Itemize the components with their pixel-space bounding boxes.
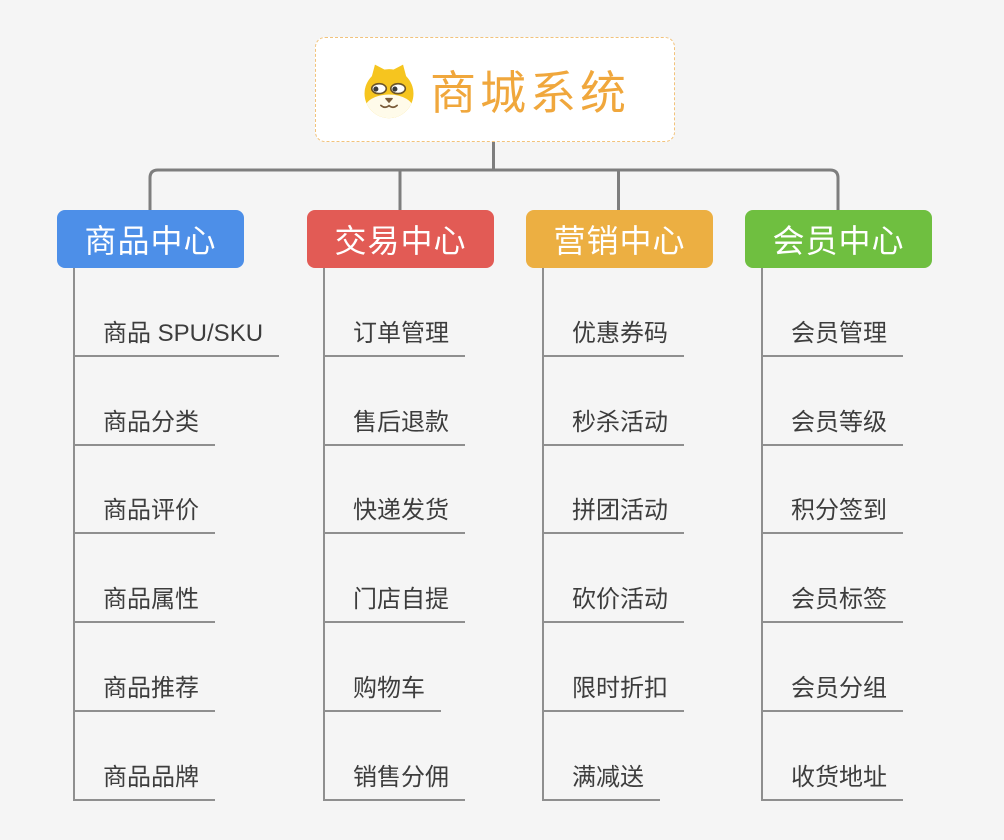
root-node[interactable]: 商城系统 bbox=[315, 37, 675, 142]
leaf-node[interactable]: 收货地址 bbox=[761, 712, 903, 801]
branch-children-member-center: 会员管理 会员等级 积分签到 会员标签 会员分组 收货地址 bbox=[761, 268, 903, 801]
leaf-node[interactable]: 砍价活动 bbox=[542, 534, 684, 624]
leaf-node[interactable]: 商品分类 bbox=[73, 357, 279, 446]
leaf-node[interactable]: 会员等级 bbox=[761, 357, 903, 446]
leaf-node[interactable]: 购物车 bbox=[323, 623, 465, 712]
dog-face-icon bbox=[364, 64, 414, 118]
leaf-node[interactable]: 商品 SPU/SKU bbox=[73, 268, 280, 357]
branch-node-marketing-center[interactable]: 营销中心 bbox=[526, 210, 713, 268]
leaf-node[interactable]: 限时折扣 bbox=[542, 623, 684, 712]
leaf-node[interactable]: 售后退款 bbox=[323, 357, 465, 446]
leaf-node[interactable]: 商品品牌 bbox=[73, 712, 279, 801]
branch-label: 交易中心 bbox=[334, 223, 467, 259]
branch-node-member-center[interactable]: 会员中心 bbox=[745, 210, 932, 268]
leaf-node[interactable]: 会员管理 bbox=[761, 268, 903, 357]
leaf-node[interactable]: 商品评价 bbox=[73, 446, 279, 535]
leaf-node[interactable]: 会员标签 bbox=[761, 534, 903, 624]
leaf-node[interactable]: 优惠券码 bbox=[542, 268, 684, 357]
leaf-node[interactable]: 订单管理 bbox=[323, 268, 465, 357]
leaf-node[interactable]: 商品属性 bbox=[73, 534, 279, 624]
leaf-node[interactable]: 销售分佣 bbox=[323, 712, 465, 801]
branch-label: 营销中心 bbox=[553, 223, 686, 259]
leaf-node[interactable]: 拼团活动 bbox=[542, 446, 684, 535]
branch-children-marketing-center: 优惠券码 秒杀活动 拼团活动 砍价活动 限时折扣 满减送 bbox=[542, 268, 684, 801]
leaf-node[interactable]: 会员分组 bbox=[761, 623, 903, 712]
leaf-node[interactable]: 商品推荐 bbox=[73, 623, 279, 712]
branch-node-product-center[interactable]: 商品中心 bbox=[57, 210, 244, 268]
branch-children-trade-center: 订单管理 售后退款 快递发货 门店自提 购物车 销售分佣 bbox=[323, 268, 465, 801]
branch-node-trade-center[interactable]: 交易中心 bbox=[307, 210, 494, 268]
leaf-node[interactable]: 积分签到 bbox=[761, 446, 903, 535]
leaf-node[interactable]: 秒杀活动 bbox=[542, 357, 684, 446]
root-title: 商城系统 bbox=[430, 66, 630, 119]
leaf-node[interactable]: 门店自提 bbox=[323, 534, 465, 624]
leaf-node[interactable]: 快递发货 bbox=[323, 446, 465, 535]
branch-children-product-center: 商品 SPU/SKU 商品分类 商品评价 商品属性 商品推荐 商品品牌 bbox=[73, 268, 280, 801]
branch-label: 商品中心 bbox=[84, 223, 217, 259]
leaf-node[interactable]: 满减送 bbox=[542, 712, 684, 801]
branch-label: 会员中心 bbox=[772, 223, 905, 259]
